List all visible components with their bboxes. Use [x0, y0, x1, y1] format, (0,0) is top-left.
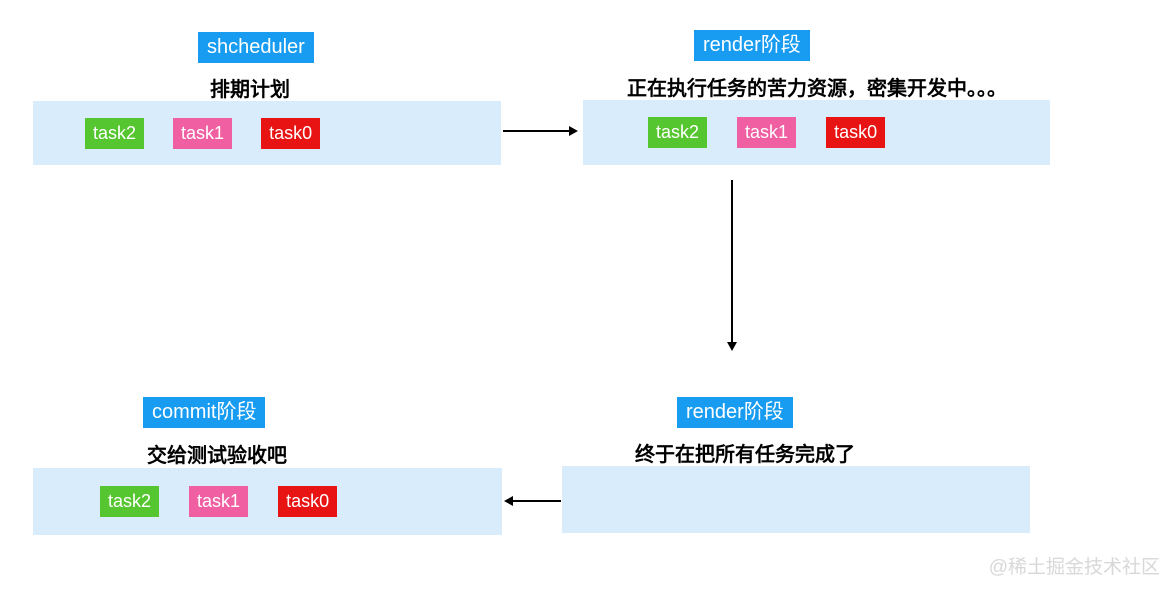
- arrow-scheduler-to-render-icon: [503, 126, 578, 136]
- arrow-head-down-icon: [727, 342, 737, 351]
- stage-label-render-active: render阶段: [694, 30, 810, 61]
- caption-render-done: 终于在把所有任务完成了: [635, 444, 855, 466]
- arrow-render-to-render-done-icon: [727, 180, 737, 351]
- task-chip: task1: [189, 486, 249, 517]
- stage-label-scheduler: shcheduler: [198, 32, 314, 63]
- caption-commit: 交给测试验收吧: [147, 445, 287, 467]
- task-queue-commit: task2 task1 task0: [33, 468, 502, 535]
- task-queue-render-done: [562, 466, 1030, 533]
- arrow-line: [731, 180, 733, 343]
- task-chip: task1: [173, 117, 233, 149]
- watermark: @稀土掘金技术社区: [988, 557, 1160, 578]
- task-chip: task1: [737, 117, 797, 148]
- arrow-line: [503, 130, 570, 132]
- task-chip: task2: [648, 117, 708, 148]
- caption-scheduler: 排期计划: [210, 79, 290, 101]
- task-chip: task0: [278, 486, 338, 517]
- section-scheduler: shcheduler 排期计划 task2 task1 task0: [33, 28, 501, 168]
- arrow-line: [511, 500, 561, 502]
- section-render-active: render阶段 正在执行任务的苦力资源，密集开发中。。。 task2 task…: [583, 25, 1050, 168]
- section-render-done: render阶段 终于在把所有任务完成了: [562, 392, 1030, 534]
- section-commit: commit阶段 交给测试验收吧 task2 task1 task0: [33, 392, 502, 536]
- task-queue-scheduler: task2 task1 task0: [33, 101, 501, 165]
- stage-label-commit: commit阶段: [143, 397, 266, 428]
- caption-render-active: 正在执行任务的苦力资源，密集开发中。。。: [627, 78, 1007, 100]
- stage-label-render-done: render阶段: [677, 397, 793, 428]
- task-chip: task2: [85, 117, 145, 149]
- arrow-head-left-icon: [504, 496, 513, 506]
- task-chip: task0: [826, 117, 886, 148]
- arrow-render-done-to-commit-icon: [504, 496, 561, 506]
- task-chip: task0: [261, 117, 321, 149]
- arrow-head-right-icon: [569, 126, 578, 136]
- task-queue-render-active: task2 task1 task0: [583, 100, 1050, 165]
- task-chip: task2: [100, 486, 160, 517]
